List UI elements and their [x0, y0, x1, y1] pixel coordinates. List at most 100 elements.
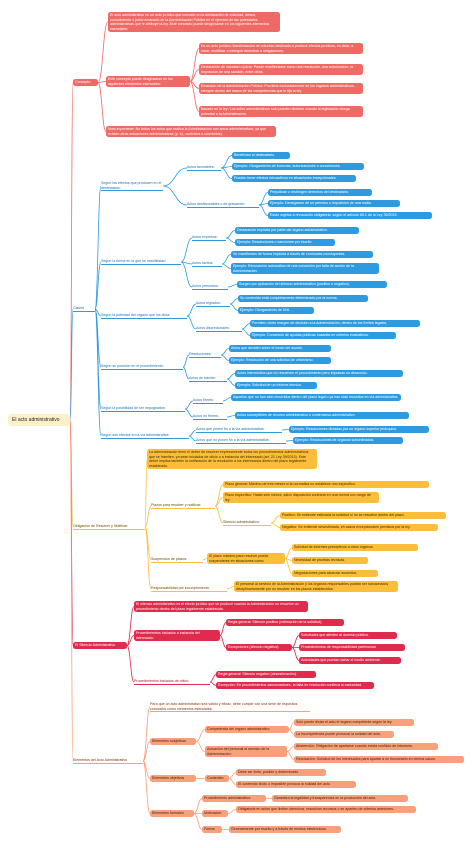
clases-subgroup[interactable]: Actos tácitos:: [192, 261, 222, 267]
silencio-oficio[interactable]: Procedimientos iniciados de oficio:: [134, 679, 210, 685]
obligacion-silencio[interactable]: Silencio administrativo:: [223, 520, 271, 526]
elementos-objetivos[interactable]: Elementos objetivos: [150, 775, 196, 782]
elementos-procedimiento[interactable]: Procedimiento administrativo:: [202, 795, 266, 802]
obligacion-leaf[interactable]: El personal al servicio de la Administra…: [234, 581, 398, 593]
silencio-leaf[interactable]: Actividades que puedan dañar el medio am…: [299, 657, 401, 664]
silencio-leaf[interactable]: Procedimientos de responsabilidad patrim…: [299, 644, 405, 651]
elementos-actuacion[interactable]: Actuación del personal al servicio de la…: [205, 746, 287, 758]
clases-subgroup[interactable]: Actos que no ponen fin a la vía administ…: [196, 438, 286, 444]
clases-subgroup[interactable]: Actos firmes:: [193, 398, 223, 404]
elementos-competencia[interactable]: Competencia del órgano administrativo:: [205, 726, 289, 733]
clases-leaf[interactable]: Ejemplo: Concesión de ayudas públicas ba…: [250, 332, 396, 339]
elementos-leaf[interactable]: Generalmente por escrito y a través de m…: [229, 826, 341, 833]
elementos-motivacion[interactable]: Motivación:: [202, 810, 228, 817]
clases-subgroup[interactable]: Actos expresos:: [192, 235, 226, 241]
clases-leaf[interactable]: Aquellos que no han sido recurridos dent…: [231, 394, 401, 401]
clases-group[interactable]: Según la posibilidad de ser impugnados:: [101, 406, 185, 412]
root-topic[interactable]: El acto administrativo: [8, 414, 70, 426]
concepto-item[interactable]: Declaración de voluntad o juicio: Puede …: [199, 64, 363, 76]
clases-leaf[interactable]: Ejemplo: Resolución de una solicitud de …: [229, 357, 331, 364]
elementos-leaf[interactable]: Garantiza la legalidad y transparencia e…: [272, 795, 408, 802]
obligacion-leaf[interactable]: Negociaciones para alcanzar acuerdos.: [292, 570, 378, 577]
obligacion-responsabilidad[interactable]: Responsabilidad por incumplimiento:: [151, 586, 227, 592]
concepto-item[interactable]: Es un acto jurídico: Manifestación de vo…: [199, 43, 363, 55]
elementos-leaf[interactable]: Solo puede dictar el acto el órgano comp…: [294, 719, 414, 726]
elementos-intro[interactable]: Para que un acto administrativo sea váli…: [150, 702, 310, 713]
clases-leaf[interactable]: Actos intermedios que no resuelven el pr…: [235, 370, 403, 377]
clases-subgroup[interactable]: Actos favorables:: [187, 165, 221, 171]
clases-leaf[interactable]: Perjudican o restringen derechos del des…: [268, 189, 372, 196]
clases-subgroup[interactable]: Resoluciones:: [189, 352, 221, 358]
clases-leaf[interactable]: Actos susceptibles de recurso administra…: [235, 412, 409, 419]
clases-leaf[interactable]: Permiten cierto margen de decisión a la …: [250, 320, 420, 327]
elementos-forma[interactable]: Forma:: [202, 826, 222, 833]
elementos-leaf[interactable]: La incompetencia puede provocar la nulid…: [294, 731, 394, 738]
clases-leaf[interactable]: Ejemplo: Denegación de un permiso o impo…: [268, 200, 400, 207]
clases-leaf[interactable]: Su contenido está completamente determin…: [238, 295, 368, 302]
silencio-leaf[interactable]: Regla general: Silencio positivo (estima…: [226, 619, 344, 626]
elementos-leaf[interactable]: Abstención: Obligación de apartarse cuan…: [294, 743, 438, 750]
obligacion-leaf[interactable]: Positivo: Se entiende estimada la solici…: [280, 512, 446, 519]
elementos-contenido[interactable]: Contenido:: [205, 775, 229, 782]
obligacion-intro[interactable]: La Administración tiene el deber de reso…: [147, 449, 317, 470]
clases-group[interactable]: Según sus efectos en la vía administrati…: [101, 433, 189, 439]
obligacion-suspension[interactable]: Suspensión de plazos:: [151, 557, 203, 563]
clases-leaf[interactable]: Declaración explícita por parte del órga…: [235, 227, 359, 234]
concepto-definition[interactable]: El acto administrativo es un acto jurídi…: [108, 12, 280, 33]
clases-subgroup[interactable]: Actos discrecionales:: [196, 326, 242, 332]
silencio-leaf[interactable]: Solicitudes que afecten al dominio públi…: [299, 632, 397, 639]
elementos-formales[interactable]: Elementos formales: [150, 810, 194, 817]
connector-line: [288, 729, 295, 735]
clases-leaf[interactable]: Pueden tener efectos retroactivos en sit…: [232, 175, 356, 182]
concepto-item[interactable]: Basado en la ley: Los actos administrati…: [199, 106, 363, 118]
concepto-desglose[interactable]: Este concepto puede desglosarse en los s…: [106, 76, 190, 88]
clases-leaf[interactable]: Ejemplo: Resoluciones o sanciones por es…: [235, 239, 335, 246]
clases-group[interactable]: Según la forma en la que se manifiestan:: [101, 259, 181, 265]
clases-group[interactable]: Según los efectos que producen en el des…: [101, 181, 163, 192]
clases-subgroup[interactable]: Actos reglados:: [196, 301, 230, 307]
clases-leaf[interactable]: Ejemplo: Otorgamiento de licencias, auto…: [232, 163, 364, 170]
silencio-leaf[interactable]: Excepción: En procedimientos sancionador…: [216, 682, 374, 689]
silencio-leaf[interactable]: Regla general: Silencio negativo (desest…: [216, 671, 316, 678]
concepto-item[interactable]: Emanado de la Administración Pública: Pr…: [199, 83, 363, 95]
concepto-nota[interactable]: Nota importante: No todos los actos que …: [106, 126, 276, 138]
clases-subgroup[interactable]: Actos desfavorables o de gravamen:: [187, 202, 259, 208]
branch-concepto[interactable]: Concepto: [73, 79, 98, 86]
elementos-leaf[interactable]: El contenido ilícito o imposible provoca…: [236, 781, 356, 788]
clases-leaf[interactable]: Ejemplo: Solicitud de un informe técnico…: [235, 382, 317, 389]
obligacion-leaf[interactable]: Necesidad de pruebas técnicas.: [292, 557, 368, 564]
clases-leaf[interactable]: Están sujetos a revocación obligatoria, …: [268, 212, 432, 219]
branch-clases[interactable]: Clases: [73, 306, 95, 312]
clases-leaf[interactable]: Surgen por aplicación del silencio admin…: [237, 281, 387, 288]
obligacion-plazos[interactable]: Plazos para resolver y notificar:: [151, 503, 215, 509]
clases-subgroup[interactable]: Actos que ponen fin a la vía administrat…: [196, 427, 282, 433]
silencio-intro[interactable]: El silencio administrativo es el efecto …: [134, 601, 308, 613]
clases-leaf[interactable]: Actos que deciden sobre el fondo del asu…: [229, 345, 331, 352]
clases-group[interactable]: Según la potestad del órgano que los dic…: [101, 313, 187, 319]
elementos-subjetivos[interactable]: Elementos subjetivos: [150, 738, 196, 745]
clases-leaf[interactable]: Benefician al destinatario.: [232, 152, 290, 159]
clases-subgroup[interactable]: Actos presuntos:: [192, 284, 228, 290]
obligacion-suspension-text[interactable]: El plazo máximo para resolver puede susp…: [207, 553, 285, 565]
clases-leaf[interactable]: Ejemplo: Renovación automática de una co…: [231, 263, 379, 275]
clases-group[interactable]: Según su posición en el procedimiento:: [101, 364, 183, 370]
branch-obligacion[interactable]: Obligación de Resolver y Notificar:: [73, 524, 145, 530]
clases-leaf[interactable]: Ejemplo: Resoluciones de órganos subordi…: [293, 437, 403, 444]
clases-leaf[interactable]: Ejemplo: Resoluciones dictadas por un ór…: [289, 426, 429, 433]
elementos-leaf[interactable]: Recusación: Solicitud de los interesados…: [294, 756, 464, 763]
obligacion-leaf[interactable]: Plazo general: Máximo de tres meses si l…: [223, 481, 429, 488]
branch-silencio[interactable]: El Silencio Administrativo: [73, 642, 127, 649]
obligacion-leaf[interactable]: Plazo específico: Hasta seis meses, salv…: [223, 492, 379, 504]
clases-subgroup[interactable]: Actos no firmes:: [193, 414, 227, 420]
clases-subgroup[interactable]: Actos de trámite:: [189, 376, 227, 382]
obligacion-leaf[interactable]: Negativo: Se entiende desestimada, en ca…: [280, 524, 438, 531]
elementos-leaf[interactable]: Obligatoria en actos que limiten derecho…: [236, 806, 416, 813]
clases-leaf[interactable]: Se manifiestan de forma implícita a trav…: [231, 251, 373, 258]
silencio-excepciones[interactable]: Excepciones (silencio negativo):: [226, 644, 292, 651]
obligacion-leaf[interactable]: Solicitud de informes preceptivos a otro…: [292, 544, 418, 551]
branch-elementos[interactable]: Elementos del Acto Administrativo: [73, 758, 143, 764]
elementos-leaf[interactable]: Debe ser lícito, posible y determinado.: [236, 769, 326, 776]
clases-leaf[interactable]: Ejemplo: Otorgamiento de DNI.: [238, 307, 314, 314]
silencio-instancia[interactable]: Procedimientos iniciados a instancia del…: [134, 630, 220, 642]
connector-line: [94, 308, 102, 437]
